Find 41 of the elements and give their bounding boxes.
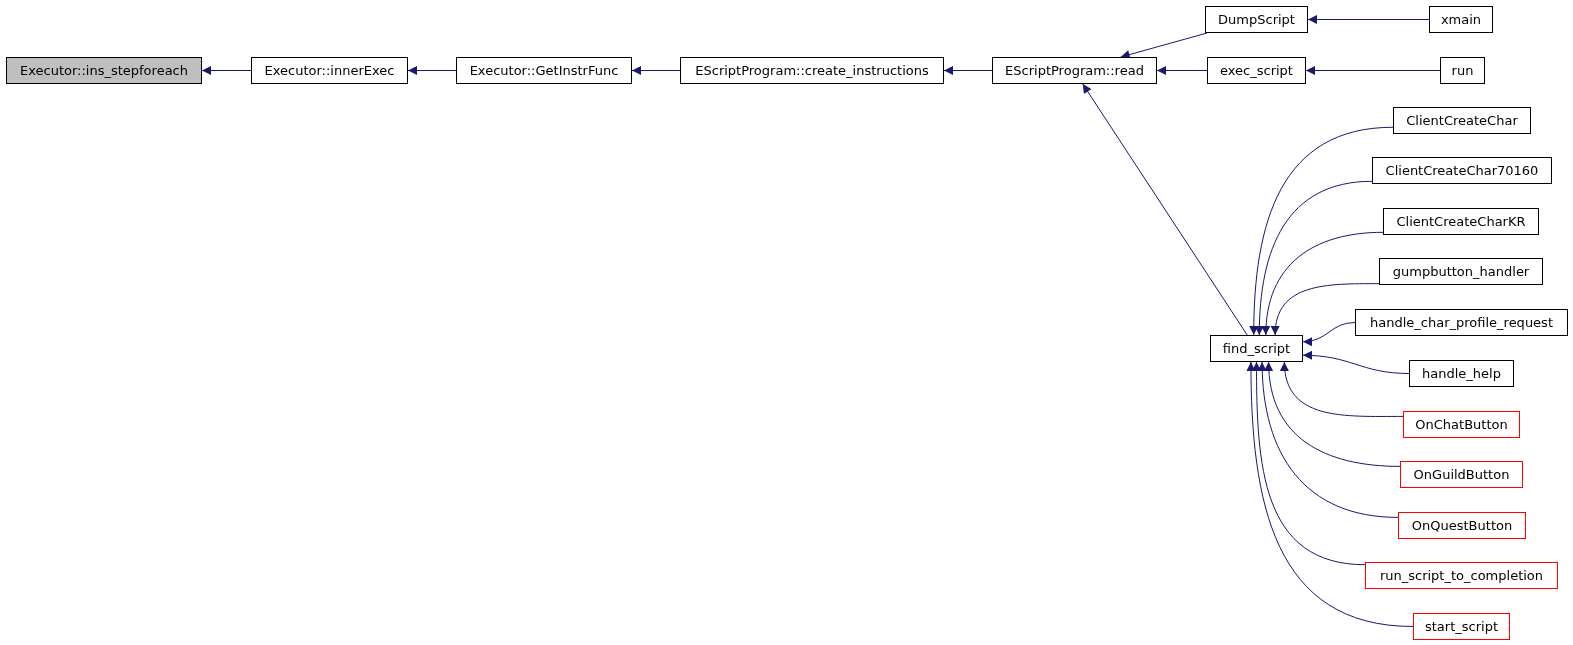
function-node: Executor::innerExec (251, 57, 408, 84)
call-arrow (1261, 231, 1384, 336)
function-node: handle_char_profile_request (1355, 309, 1568, 336)
call-arrow (943, 66, 993, 75)
call-arrow (1257, 361, 1399, 518)
function-node: OnChatButton (1403, 411, 1520, 438)
call-arrow (1271, 283, 1380, 336)
function-node: handle_help (1409, 360, 1514, 387)
function-node: Executor::ins_stepforeach (6, 57, 202, 84)
call-arrow (407, 66, 457, 75)
function-node: exec_script (1207, 57, 1306, 84)
call-arrow (631, 66, 681, 75)
function-node: DumpScript (1205, 6, 1308, 33)
call-arrow (1264, 361, 1401, 467)
call-arrow (1249, 126, 1394, 336)
function-node: run (1440, 57, 1485, 84)
call-arrow (1307, 15, 1430, 24)
function-node: EScriptProgram::read (992, 57, 1157, 84)
call-arrow (1280, 361, 1404, 417)
call-arrow (1302, 322, 1356, 346)
call-arrow (1120, 32, 1208, 59)
function-node: Executor::GetInstrFunc (456, 57, 632, 84)
function-node: EScriptProgram::create_instructions (680, 57, 944, 84)
call-arrow (1255, 180, 1373, 336)
function-node: ClientCreateChar70160 (1372, 157, 1552, 184)
function-node: ClientCreateChar (1393, 107, 1531, 134)
call-arrow (1082, 83, 1248, 336)
function-node: run_script_to_completion (1365, 562, 1558, 589)
call-arrow (1302, 351, 1410, 374)
function-node: xmain (1429, 6, 1493, 33)
function-node: gumpbutton_handler (1379, 258, 1543, 285)
function-node: find_script (1210, 335, 1303, 362)
function-node: OnQuestButton (1398, 512, 1526, 539)
function-node: OnGuildButton (1400, 461, 1523, 488)
call-arrow (1252, 361, 1366, 566)
function-node: ClientCreateCharKR (1383, 208, 1539, 235)
function-node: start_script (1413, 613, 1510, 640)
call-arrow (1156, 66, 1208, 75)
call-arrow (1305, 66, 1441, 75)
call-arrow (201, 66, 252, 75)
call-arrow (1246, 361, 1414, 627)
